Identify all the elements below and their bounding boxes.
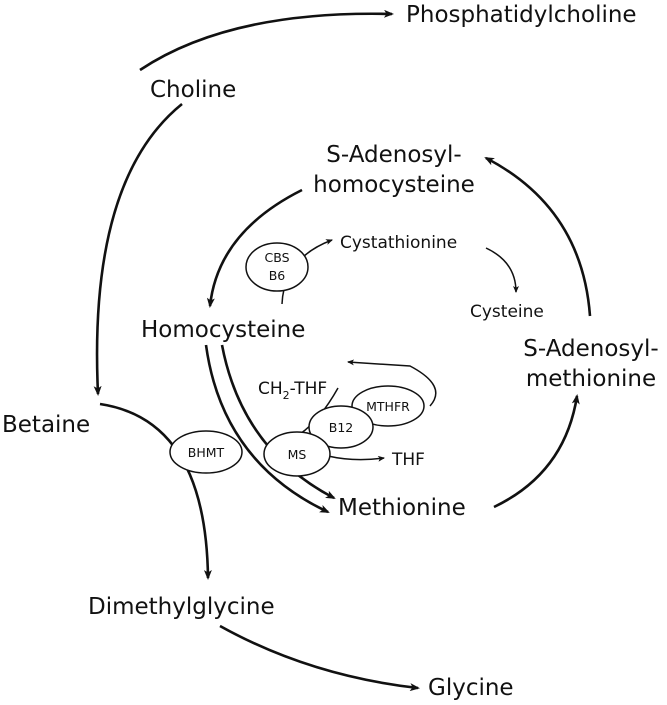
- enzyme-mthfr-label: MTHFR: [366, 399, 410, 414]
- enzyme-bhmt-oval: [169, 430, 243, 474]
- enzyme-cbs-oval: [245, 242, 309, 292]
- label-cystathionine: Cystathionine: [340, 233, 457, 253]
- label-thf: THF: [391, 450, 425, 470]
- enzyme-b12-oval: [308, 405, 374, 449]
- label-homocysteine: Homocysteine: [141, 317, 305, 343]
- arrow-sam-to-sah: [484, 156, 592, 317]
- label-dimethylglycine: Dimethylglycine: [88, 594, 275, 620]
- arrow-homocysteine-to-methionine-ms: [220, 344, 336, 500]
- label-s-adenosylhomocysteine-line2: homocysteine: [313, 172, 475, 198]
- enzyme-ms-label: MS: [288, 447, 307, 462]
- label-betaine: Betaine: [2, 412, 90, 438]
- enzyme-mthfr-oval: [351, 385, 425, 427]
- arrow-methionine-to-sam: [493, 394, 580, 509]
- label-ch2-thf: CH2-THF: [258, 379, 327, 402]
- label-glycine: Glycine: [428, 675, 514, 701]
- label-s-adenosylmethionine-line2: methionine: [526, 366, 656, 392]
- label-phosphatidylcholine: Phosphatidylcholine: [406, 2, 637, 28]
- arrow-mthfr-to-ch2-thf: [347, 359, 437, 407]
- arrow-cystathionine-to-cysteine: [485, 247, 519, 293]
- label-cysteine: Cysteine: [470, 302, 544, 322]
- arrow-homocysteine-to-methionine-bhmt: [204, 344, 330, 514]
- label-methionine: Methionine: [338, 495, 466, 521]
- label-s-adenosylhomocysteine-line1: S-Adenosyl-: [326, 142, 461, 168]
- arrow-betaine-to-dimethylglycine: [99, 402, 212, 580]
- arrow-ms-to-thf: [327, 455, 385, 462]
- enzyme-b12-label: B12: [329, 420, 353, 435]
- label-s-adenosylmethionine-line1: S-Adenosyl-: [523, 336, 658, 362]
- enzyme-bhmt-label: BHMT: [188, 445, 225, 460]
- arrow-choline-to-phosphatidylcholine: [139, 9, 394, 72]
- label-choline: Choline: [150, 77, 236, 103]
- arrow-sah-to-homocysteine: [206, 188, 303, 308]
- enzyme-cbs-label: CBS: [264, 250, 289, 265]
- enzyme-b6-label: B6: [269, 268, 286, 283]
- arrow-dimethylglycine-to-glycine: [219, 624, 420, 692]
- arrow-choline-to-betaine: [93, 102, 183, 396]
- enzyme-ms-oval: [263, 431, 331, 477]
